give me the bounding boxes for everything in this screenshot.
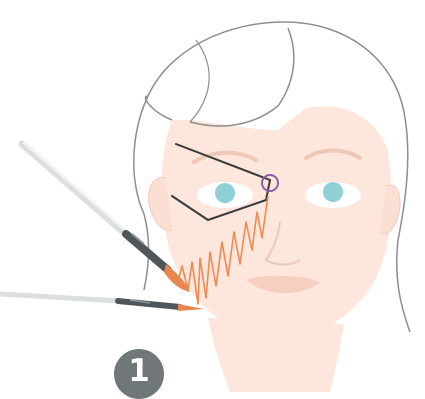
thin-brush-icon — [0, 294, 204, 311]
hair-wave — [190, 40, 209, 122]
hair-part — [190, 28, 294, 126]
iris-left — [215, 183, 235, 203]
iris-right — [323, 182, 343, 202]
face — [162, 106, 392, 339]
